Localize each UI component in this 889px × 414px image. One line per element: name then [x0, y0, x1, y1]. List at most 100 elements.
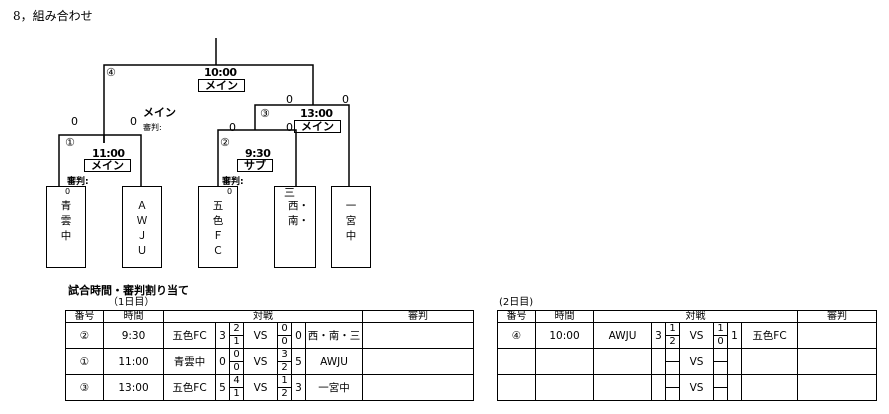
home-half-scores-second: 1 [233, 336, 240, 347]
match-no [497, 348, 536, 375]
away-half-scores-second [715, 388, 727, 400]
home-half-scores-first [666, 350, 679, 362]
team-box: 五色ＦＣ [198, 186, 238, 268]
team-name: ＡＷＪＵ [136, 200, 148, 257]
vs-label: VS [243, 374, 278, 401]
match-no: ① [65, 348, 104, 375]
court-label-4: メイン [198, 79, 245, 92]
match-time-2: 9:30 [245, 147, 271, 160]
home-half-scores-second [667, 388, 679, 400]
referee-label-1: 審判: [67, 177, 89, 187]
referee [797, 374, 877, 401]
away-team: 西・南・三 [305, 322, 363, 349]
day1-label: （1日目） [108, 297, 155, 308]
referee [362, 374, 474, 401]
away-team [741, 348, 798, 375]
home-half-scores-first: 4 [230, 376, 243, 388]
match-no [497, 374, 536, 401]
team-name: 青雲中 [60, 200, 72, 242]
referee [362, 322, 474, 349]
home-score [651, 348, 666, 375]
away-half-scores-second: 0 [281, 336, 288, 347]
away-score [727, 348, 742, 375]
away-half-scores-second [715, 362, 727, 374]
away-half-scores [713, 374, 728, 401]
away-half-scores-second: 2 [281, 362, 288, 373]
home-half-scores-first: 2 [230, 324, 243, 336]
match-time-4: 10:00 [204, 66, 237, 79]
away-half-scores-first: 1 [714, 324, 727, 336]
bracket-score: 0 [286, 121, 293, 134]
home-half-scores-second: 0 [233, 362, 240, 373]
table-header: 番号 時間 対戦 審判 [497, 310, 877, 323]
bracket-score: 0 [65, 187, 71, 196]
home-half-scores-second: 2 [669, 336, 676, 347]
court-label-1: メイン [84, 159, 131, 172]
away-half-scores-first: 3 [278, 350, 291, 362]
away-half-scores-second: 0 [717, 336, 724, 347]
home-half-scores-first: 0 [230, 350, 243, 362]
away-half-scores-first [714, 350, 727, 362]
bracket-score: 0 [71, 115, 78, 128]
vs-label: VS [243, 348, 278, 375]
side-mark: 三 [284, 186, 295, 199]
header-ref: 審判 [362, 310, 474, 323]
note-referee: 審判: [143, 123, 162, 132]
table-header: 番号 時間 対戦 審判 [65, 310, 474, 323]
match-number-3: ③ [260, 107, 270, 120]
home-team: 五色FC [163, 322, 216, 349]
team-box: 西・南・ [274, 186, 316, 268]
header-no: 番号 [497, 310, 536, 323]
team-name: 五色ＦＣ [212, 200, 224, 257]
home-team: 五色FC [163, 374, 216, 401]
away-score: 3 [291, 374, 306, 401]
team-name: 西・南・ [288, 200, 309, 227]
court-label-2: サブ [237, 159, 273, 172]
referee [797, 348, 877, 375]
table-row: VS [497, 348, 877, 375]
bracket-score: 0 [227, 187, 233, 196]
home-team: 青雲中 [163, 348, 216, 375]
home-half-scores [665, 374, 680, 401]
header-match: 対戦 [163, 310, 363, 323]
match-time: 10:00 [535, 322, 594, 349]
vs-label: VS [243, 322, 278, 349]
match-time: 9:30 [103, 322, 164, 349]
match-time-1: 11:00 [92, 147, 125, 160]
away-half-scores-first: 0 [278, 324, 291, 336]
note-court: メイン [143, 106, 176, 119]
home-team [593, 348, 652, 375]
match-time [535, 348, 594, 375]
day2-label: (2日目) [499, 297, 534, 308]
home-team: AWJU [593, 322, 652, 349]
bracket-score: 0 [229, 121, 236, 134]
away-half-scores-first: 1 [278, 376, 291, 388]
vs-label: VS [679, 348, 714, 375]
team-name: 一宮中 [345, 200, 357, 242]
match-time [535, 374, 594, 401]
bracket-score: 0 [342, 93, 349, 106]
home-half-scores-second [667, 362, 679, 374]
away-score: 0 [291, 322, 306, 349]
home-half-scores-second: 1 [233, 388, 240, 399]
away-half-scores-first [714, 376, 727, 388]
away-half-scores [713, 348, 728, 375]
team-box: 青雲中 [46, 186, 86, 268]
match-time: 13:00 [103, 374, 164, 401]
home-score: 5 [215, 374, 230, 401]
vs-label: VS [679, 374, 714, 401]
vs-label: VS [679, 322, 714, 349]
team-box: 一宮中 [331, 186, 371, 268]
referee-label-2: 審判: [222, 177, 244, 187]
bracket-lines [58, 38, 350, 186]
match-no: ② [65, 322, 104, 349]
